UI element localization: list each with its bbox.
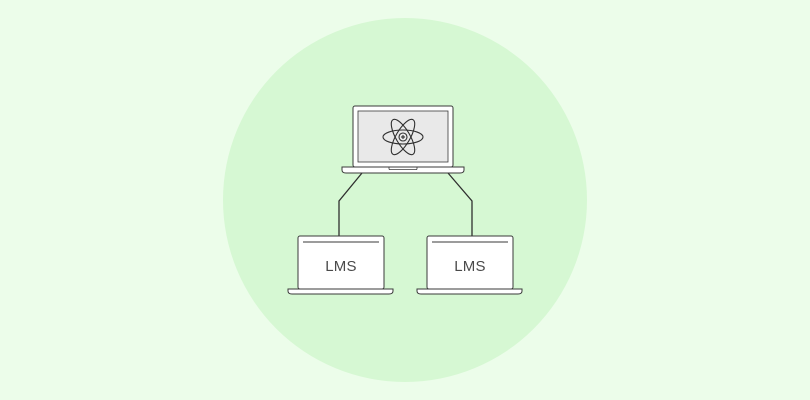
left-laptop-label: LMS bbox=[325, 258, 356, 275]
top-laptop-notch bbox=[388, 167, 418, 170]
left-laptop-base bbox=[287, 288, 394, 295]
atom-icon bbox=[382, 118, 424, 156]
connector-right bbox=[447, 172, 473, 236]
right-laptop-label: LMS bbox=[454, 258, 485, 275]
background-circle bbox=[223, 18, 587, 382]
connector-left bbox=[338, 172, 363, 236]
right-laptop: LMS bbox=[416, 235, 523, 295]
right-laptop-base bbox=[416, 288, 523, 295]
left-laptop: LMS bbox=[287, 235, 394, 295]
top-laptop bbox=[341, 105, 465, 174]
